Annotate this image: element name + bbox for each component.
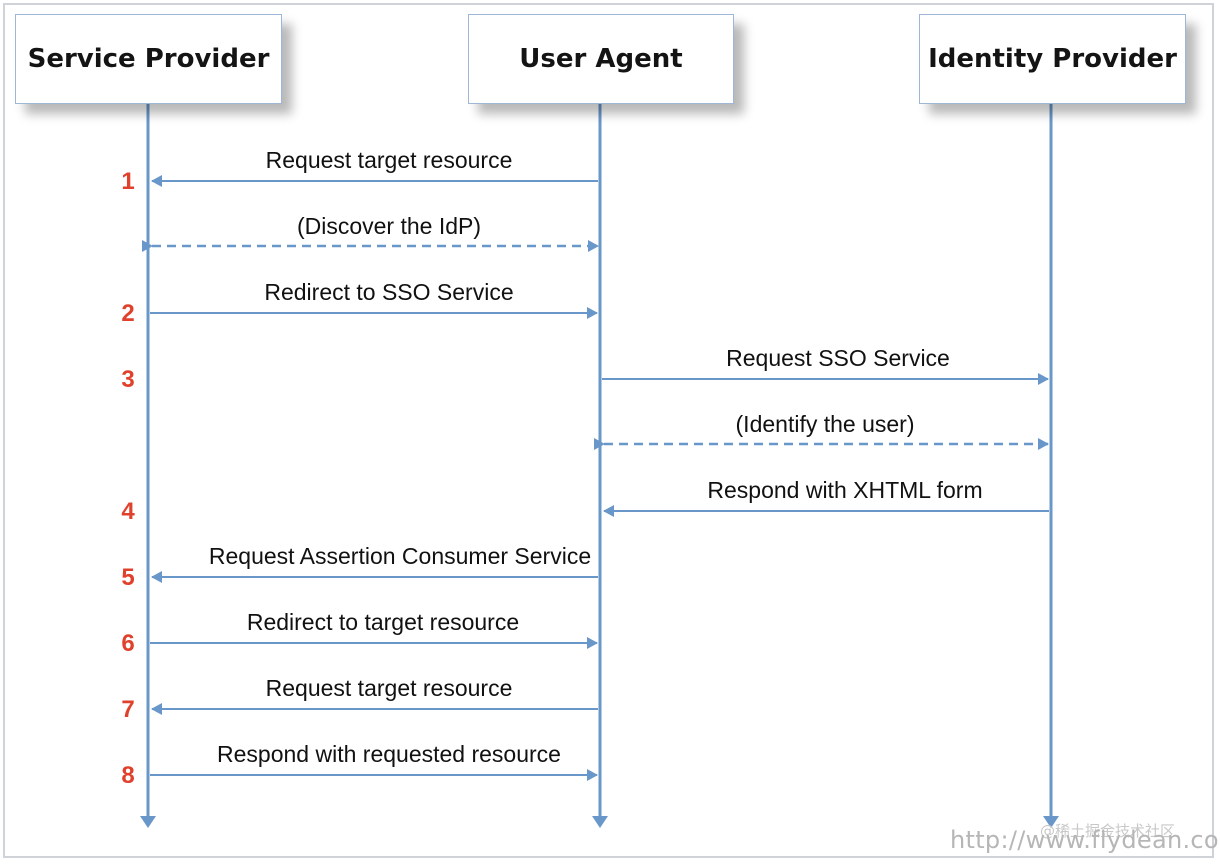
step-number: 3 — [121, 366, 135, 393]
step-number: 4 — [121, 498, 135, 525]
watermark-site: @稀土掘金技术社区 — [1040, 822, 1176, 840]
actor-user-agent: User Agent — [468, 14, 734, 104]
step-number: 1 — [121, 168, 135, 195]
message-label: Request target resource — [265, 147, 513, 173]
actor-identity-provider: Identity Provider — [919, 14, 1186, 104]
lifeline-user-agent — [592, 104, 608, 828]
message-label: (Identify the user) — [735, 411, 915, 437]
lifeline-identity-provider — [1043, 104, 1059, 828]
diagram-frame — [3, 3, 1214, 858]
step-number: 5 — [121, 564, 135, 591]
message-label: Respond with XHTML form — [707, 477, 983, 503]
message-label: Request Assertion Consumer Service — [208, 543, 592, 569]
message-label: Request target resource — [265, 675, 513, 701]
lifeline-service-provider — [140, 104, 156, 828]
message-label: Redirect to target resource — [246, 609, 520, 635]
message-label: Redirect to SSO Service — [264, 279, 514, 305]
actor-service-provider: Service Provider — [15, 14, 282, 104]
step-number: 7 — [121, 696, 135, 723]
watermark-url: http://www.flydean.com — [950, 826, 1220, 854]
message-label: (Discover the IdP) — [296, 213, 482, 239]
message-label: Respond with requested resource — [217, 741, 561, 767]
step-number: 2 — [121, 300, 135, 327]
step-number: 6 — [121, 630, 135, 657]
message-label: Request SSO Service — [726, 345, 950, 371]
step-number: 8 — [121, 762, 135, 789]
